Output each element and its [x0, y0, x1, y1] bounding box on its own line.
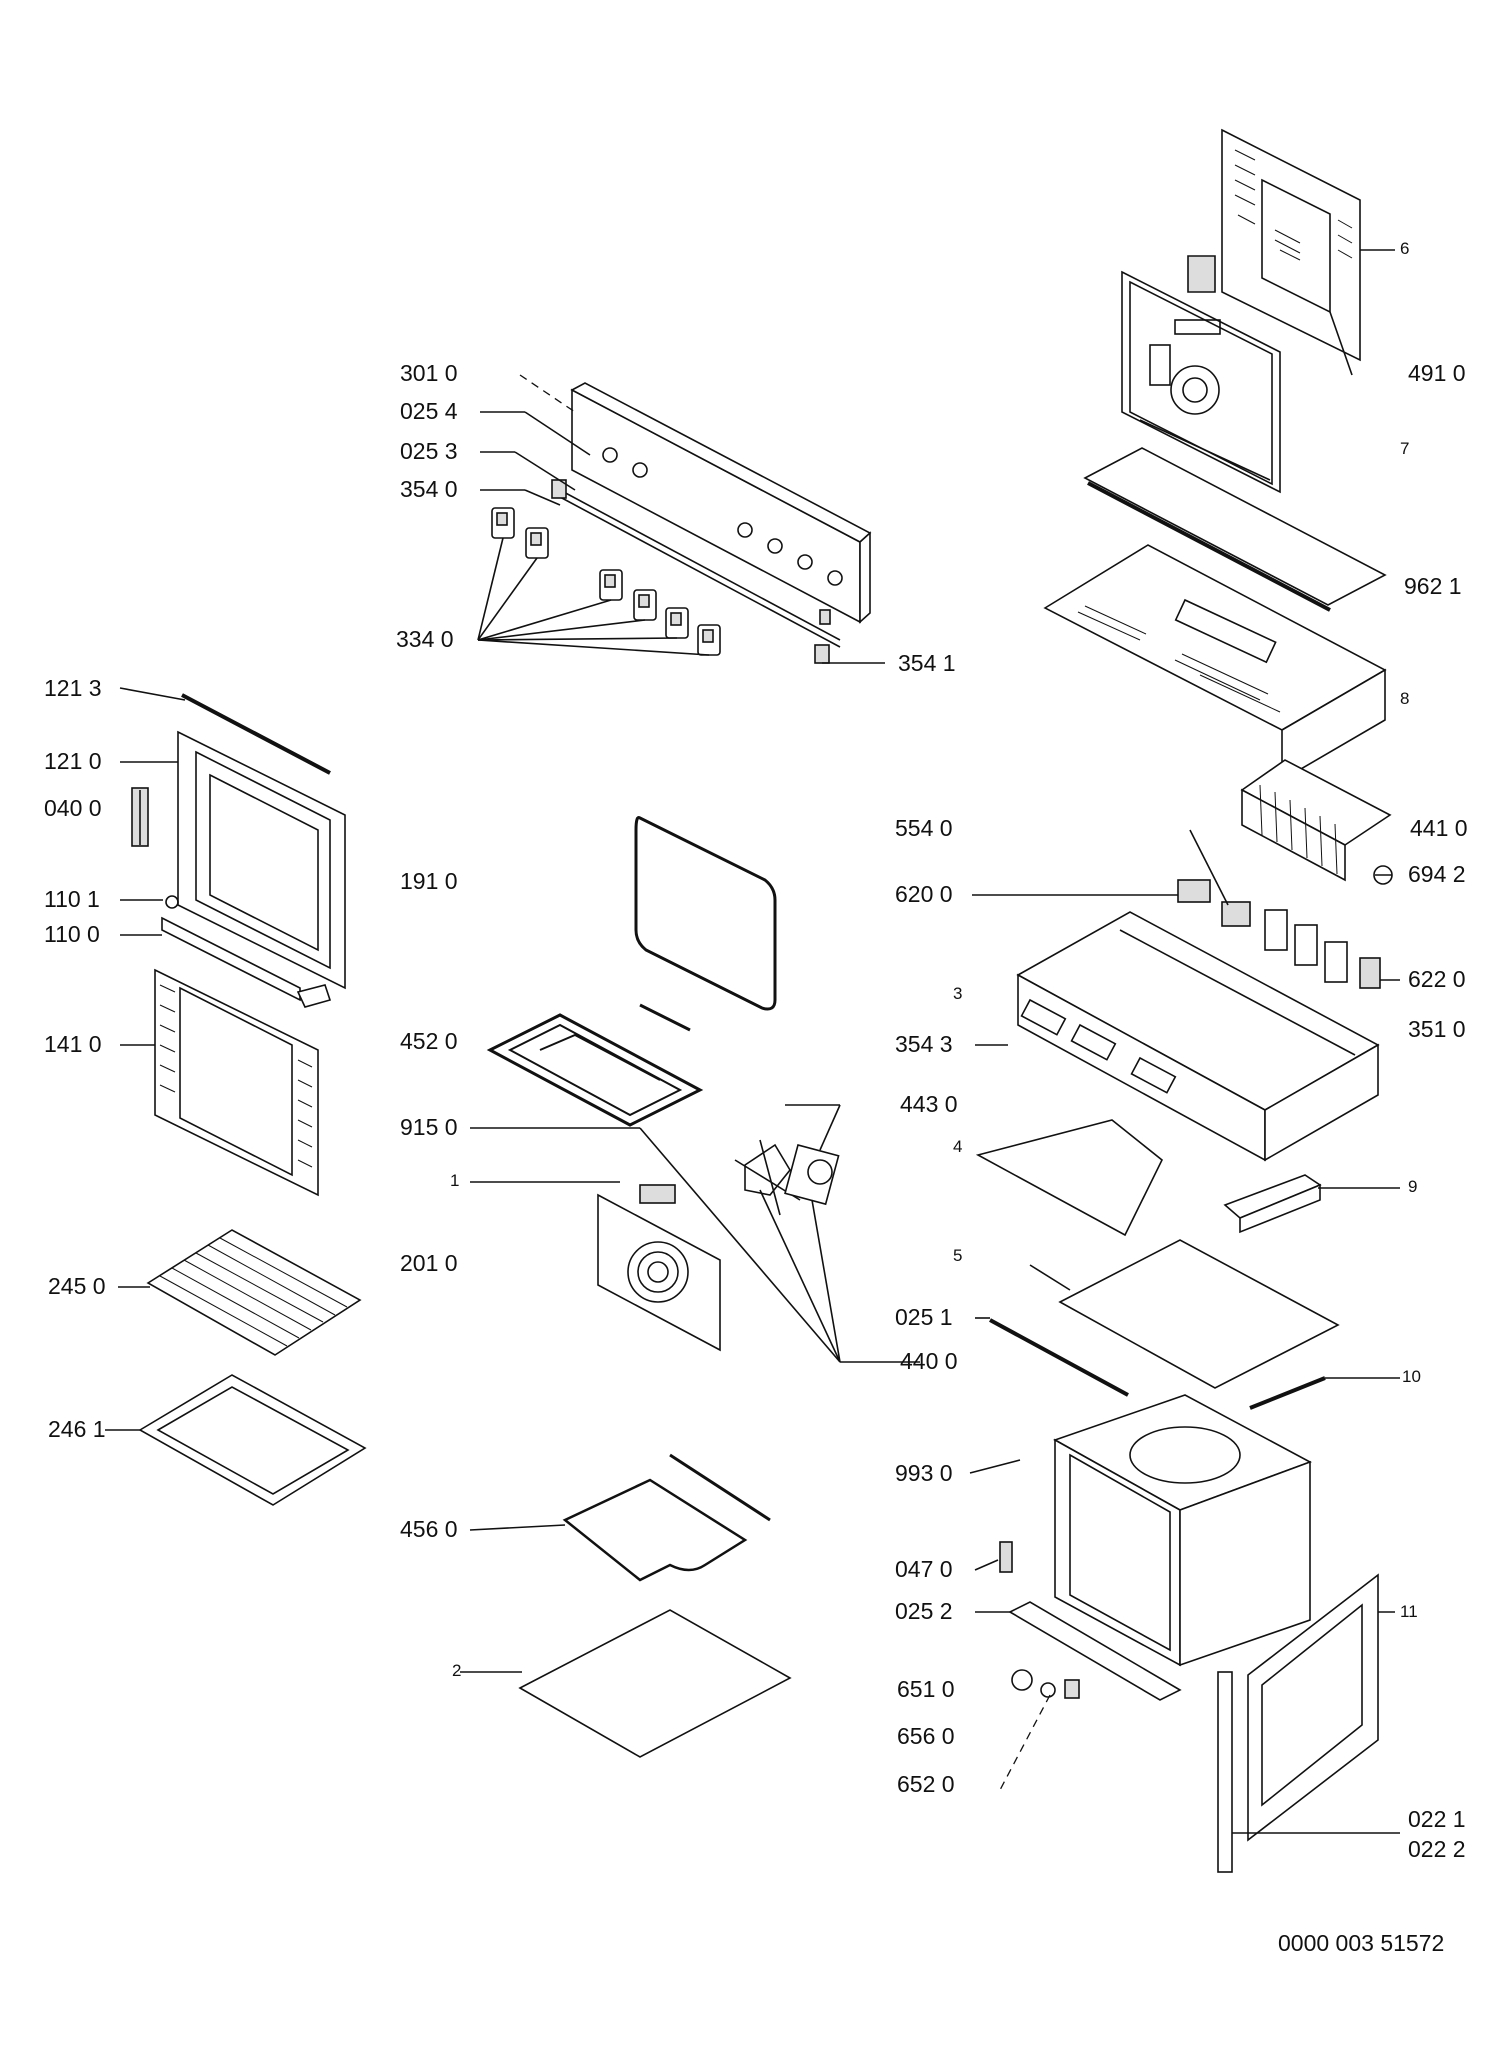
callout-2450: 245 0: [48, 1273, 106, 1299]
bracket-9: [1223, 1174, 1322, 1234]
rod-10: [1249, 1376, 1326, 1410]
bottom-rail-0252: [1008, 1601, 1182, 1701]
small-parts: [999, 1541, 1080, 1699]
side-rail-0251: [989, 1318, 1129, 1397]
door-glass-strip: [181, 693, 331, 775]
rear-cover-panel: [1187, 128, 1361, 362]
insulation-mat: [1083, 447, 1387, 612]
callout-11: 11: [1400, 1602, 1418, 1621]
callout-3340: 334 0: [396, 626, 454, 652]
callout-2: 2: [452, 1661, 462, 1680]
bottom-plate: [518, 1609, 792, 1758]
callout-6520: 652 0: [897, 1771, 955, 1797]
callout-6220: 622 0: [1408, 966, 1466, 992]
callout-6510: 651 0: [897, 1676, 955, 1702]
callout-6200: 620 0: [895, 881, 953, 907]
callout-5540: 554 0: [895, 815, 953, 841]
outer-door-frame: [177, 730, 346, 990]
rear-fan-housing: [1121, 270, 1281, 494]
callout-4430: 443 0: [900, 1091, 958, 1117]
callout-6: 6: [1400, 239, 1410, 258]
inner-door-glass: [154, 968, 319, 1197]
callout-8: 8: [1400, 689, 1410, 708]
callout-3: 3: [953, 984, 963, 1003]
callout-0253: 025 3: [400, 438, 458, 464]
oven-seal-gasket: [634, 816, 777, 1011]
callout-3543: 354 3: [895, 1031, 953, 1057]
control-panel-fascia: [551, 382, 872, 664]
callout-9621: 962 1: [1404, 573, 1462, 599]
callout-1100: 110 0: [44, 921, 100, 947]
baking-tray: [138, 1374, 367, 1506]
callout-0251: 025 1: [895, 1304, 953, 1330]
grill-heating-element: [486, 1003, 704, 1127]
callout-10: 10: [1402, 1367, 1421, 1386]
side-plate-5: [1058, 1239, 1340, 1389]
door-inner-11: [1247, 1573, 1379, 1842]
callout-0252: 025 2: [895, 1598, 953, 1624]
callout-7: 7: [1400, 439, 1410, 458]
control-frame: [1016, 911, 1380, 1162]
callout-2461: 246 1: [48, 1416, 106, 1442]
oven-cavity: [1053, 1394, 1312, 1667]
callout-0221: 022 1: [1408, 1806, 1466, 1832]
callout-1410: 141 0: [44, 1031, 102, 1057]
bottom-heating-element: [562, 1453, 771, 1582]
callout-1101: 110 1: [44, 886, 100, 912]
control-knobs: [491, 507, 721, 656]
callout-1210: 121 0: [44, 748, 102, 774]
door-hinge-0221: [1217, 1671, 1233, 1873]
callout-6942: 694 2: [1408, 861, 1466, 887]
callout-1213: 121 3: [44, 675, 102, 701]
callout-4520: 452 0: [400, 1028, 458, 1054]
callout-0222: 022 2: [1408, 1836, 1466, 1862]
callout-1910: 191 0: [400, 868, 458, 894]
callout-4: 4: [953, 1137, 963, 1156]
document-code: 0000 003 51572: [1278, 1930, 1445, 1956]
callout-0470: 047 0: [895, 1556, 953, 1582]
fan-motor: [784, 1144, 840, 1206]
callout-3510: 351 0: [1408, 1016, 1466, 1042]
callout-9930: 993 0: [895, 1460, 953, 1486]
callout-0400: 040 0: [44, 795, 102, 821]
door-hinge-part: [131, 787, 149, 847]
top-cover: [1043, 544, 1387, 782]
leader-lines: [105, 249, 1400, 1834]
switch-components: [1177, 879, 1381, 989]
callout-3540: 354 0: [400, 476, 458, 502]
callout-9: 9: [1408, 1177, 1418, 1196]
callout-4410: 441 0: [1410, 815, 1468, 841]
side-panel-4: [975, 1119, 1164, 1237]
callout-5: 5: [953, 1246, 963, 1265]
rear-wall-fan-cover: [597, 1184, 721, 1352]
callout-4910: 491 0: [1408, 360, 1466, 386]
callout-3010: 301 0: [400, 360, 458, 386]
callout-3541: 354 1: [898, 650, 956, 676]
callout-2010: 201 0: [400, 1250, 458, 1276]
callout-6560: 656 0: [897, 1723, 955, 1749]
callout-1: 1: [450, 1171, 460, 1190]
callout-4400: 440 0: [900, 1348, 958, 1374]
callout-9150: 915 0: [400, 1114, 458, 1140]
callout-0254: 025 4: [400, 398, 458, 424]
cooling-fan-unit: [1240, 759, 1393, 885]
wire-shelf: [146, 1229, 362, 1356]
callout-4560: 456 0: [400, 1516, 458, 1542]
door-handle-bracket: [161, 895, 332, 1008]
